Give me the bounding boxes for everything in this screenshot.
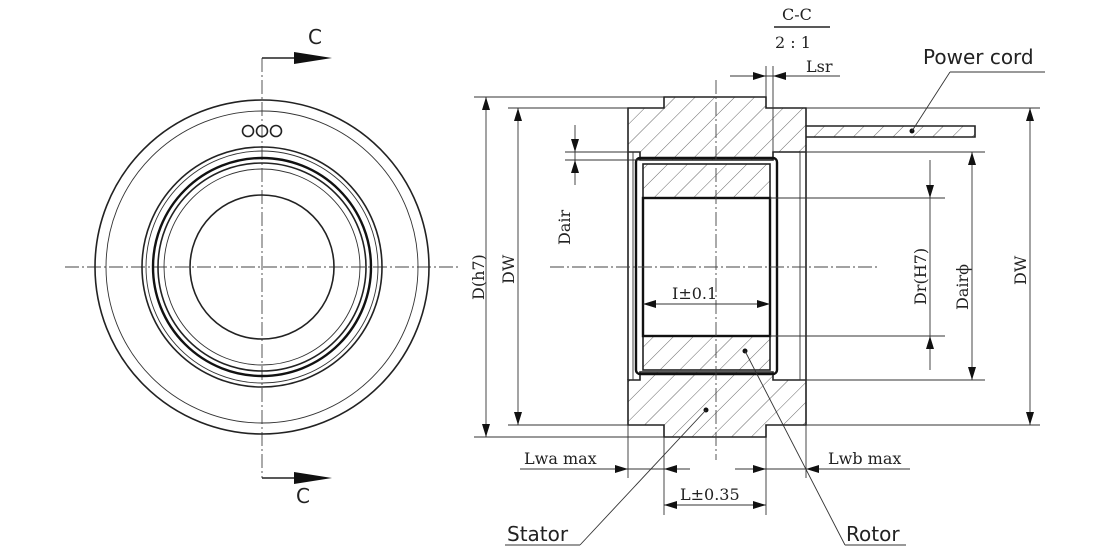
front-view: C C (65, 25, 460, 508)
callout-power-cord: Power cord (911, 45, 1045, 132)
svg-text:C-C: C-C (782, 5, 812, 24)
svg-text:Lwb max: Lwb max (828, 449, 901, 468)
svg-text:L±0.35: L±0.35 (680, 485, 740, 504)
dim-Dr: Dr(H7) (770, 160, 945, 370)
stator-inner-edge (145, 150, 379, 384)
svg-text:DW: DW (1011, 255, 1030, 285)
rotor-section-upper (642, 163, 771, 199)
air-gap-boundary (634, 156, 779, 376)
section-marker-top: C (262, 25, 332, 64)
outer-ring-inner-edge (105, 110, 419, 424)
svg-text:Lwa max: Lwa max (524, 449, 597, 468)
section-view: C-C 2 : 1 (469, 5, 1045, 546)
rotor-section-lower (642, 335, 771, 371)
outer-ring-outline (94, 99, 430, 435)
air-gap-outer (151, 156, 373, 378)
svg-text:Stator: Stator (507, 522, 569, 546)
stator-section (627, 96, 807, 161)
section-title: C-C 2 : 1 (774, 5, 830, 52)
dim-Lwb: Lwb max (735, 425, 910, 515)
rotor-bore (189, 194, 335, 340)
svg-text:Dairϕ: Dairϕ (953, 264, 972, 310)
svg-text:Rotor: Rotor (846, 522, 900, 546)
dim-Dair-phi: Dairϕ (800, 151, 985, 381)
svg-text:Dr(H7): Dr(H7) (911, 248, 930, 305)
stator-outline (141, 146, 383, 388)
svg-text:I±0.1: I±0.1 (672, 284, 717, 303)
svg-text:C: C (296, 484, 310, 508)
dim-DW-left: DW (499, 107, 628, 426)
svg-text:Dair: Dair (555, 210, 574, 245)
connector-holes-icon (241, 124, 283, 138)
dim-L: L±0.35 (664, 485, 766, 509)
svg-text:D(h7): D(h7) (469, 254, 488, 300)
callout-rotor: Rotor (744, 350, 906, 546)
svg-text:C: C (308, 25, 322, 49)
section-marker-bottom: C (262, 472, 332, 508)
callout-stator: Stator (505, 409, 707, 546)
dim-Lsr: Lsr (730, 57, 840, 152)
svg-text:DW: DW (499, 254, 518, 284)
svg-text:Power cord: Power cord (923, 45, 1034, 69)
svg-text:2 : 1: 2 : 1 (775, 33, 811, 52)
dim-Dair: Dair (555, 125, 640, 245)
dim-I: I±0.1 (643, 284, 770, 308)
air-gap-inner (157, 162, 367, 372)
dim-Lwa: Lwa max (520, 425, 690, 515)
rotor-outer (163, 168, 361, 366)
stator-section-lower (627, 371, 807, 438)
dim-D: D(h7) (469, 96, 664, 438)
dim-DW-right: DW (806, 107, 1040, 426)
svg-text:Lsr: Lsr (806, 57, 833, 76)
power-cord (806, 125, 976, 138)
